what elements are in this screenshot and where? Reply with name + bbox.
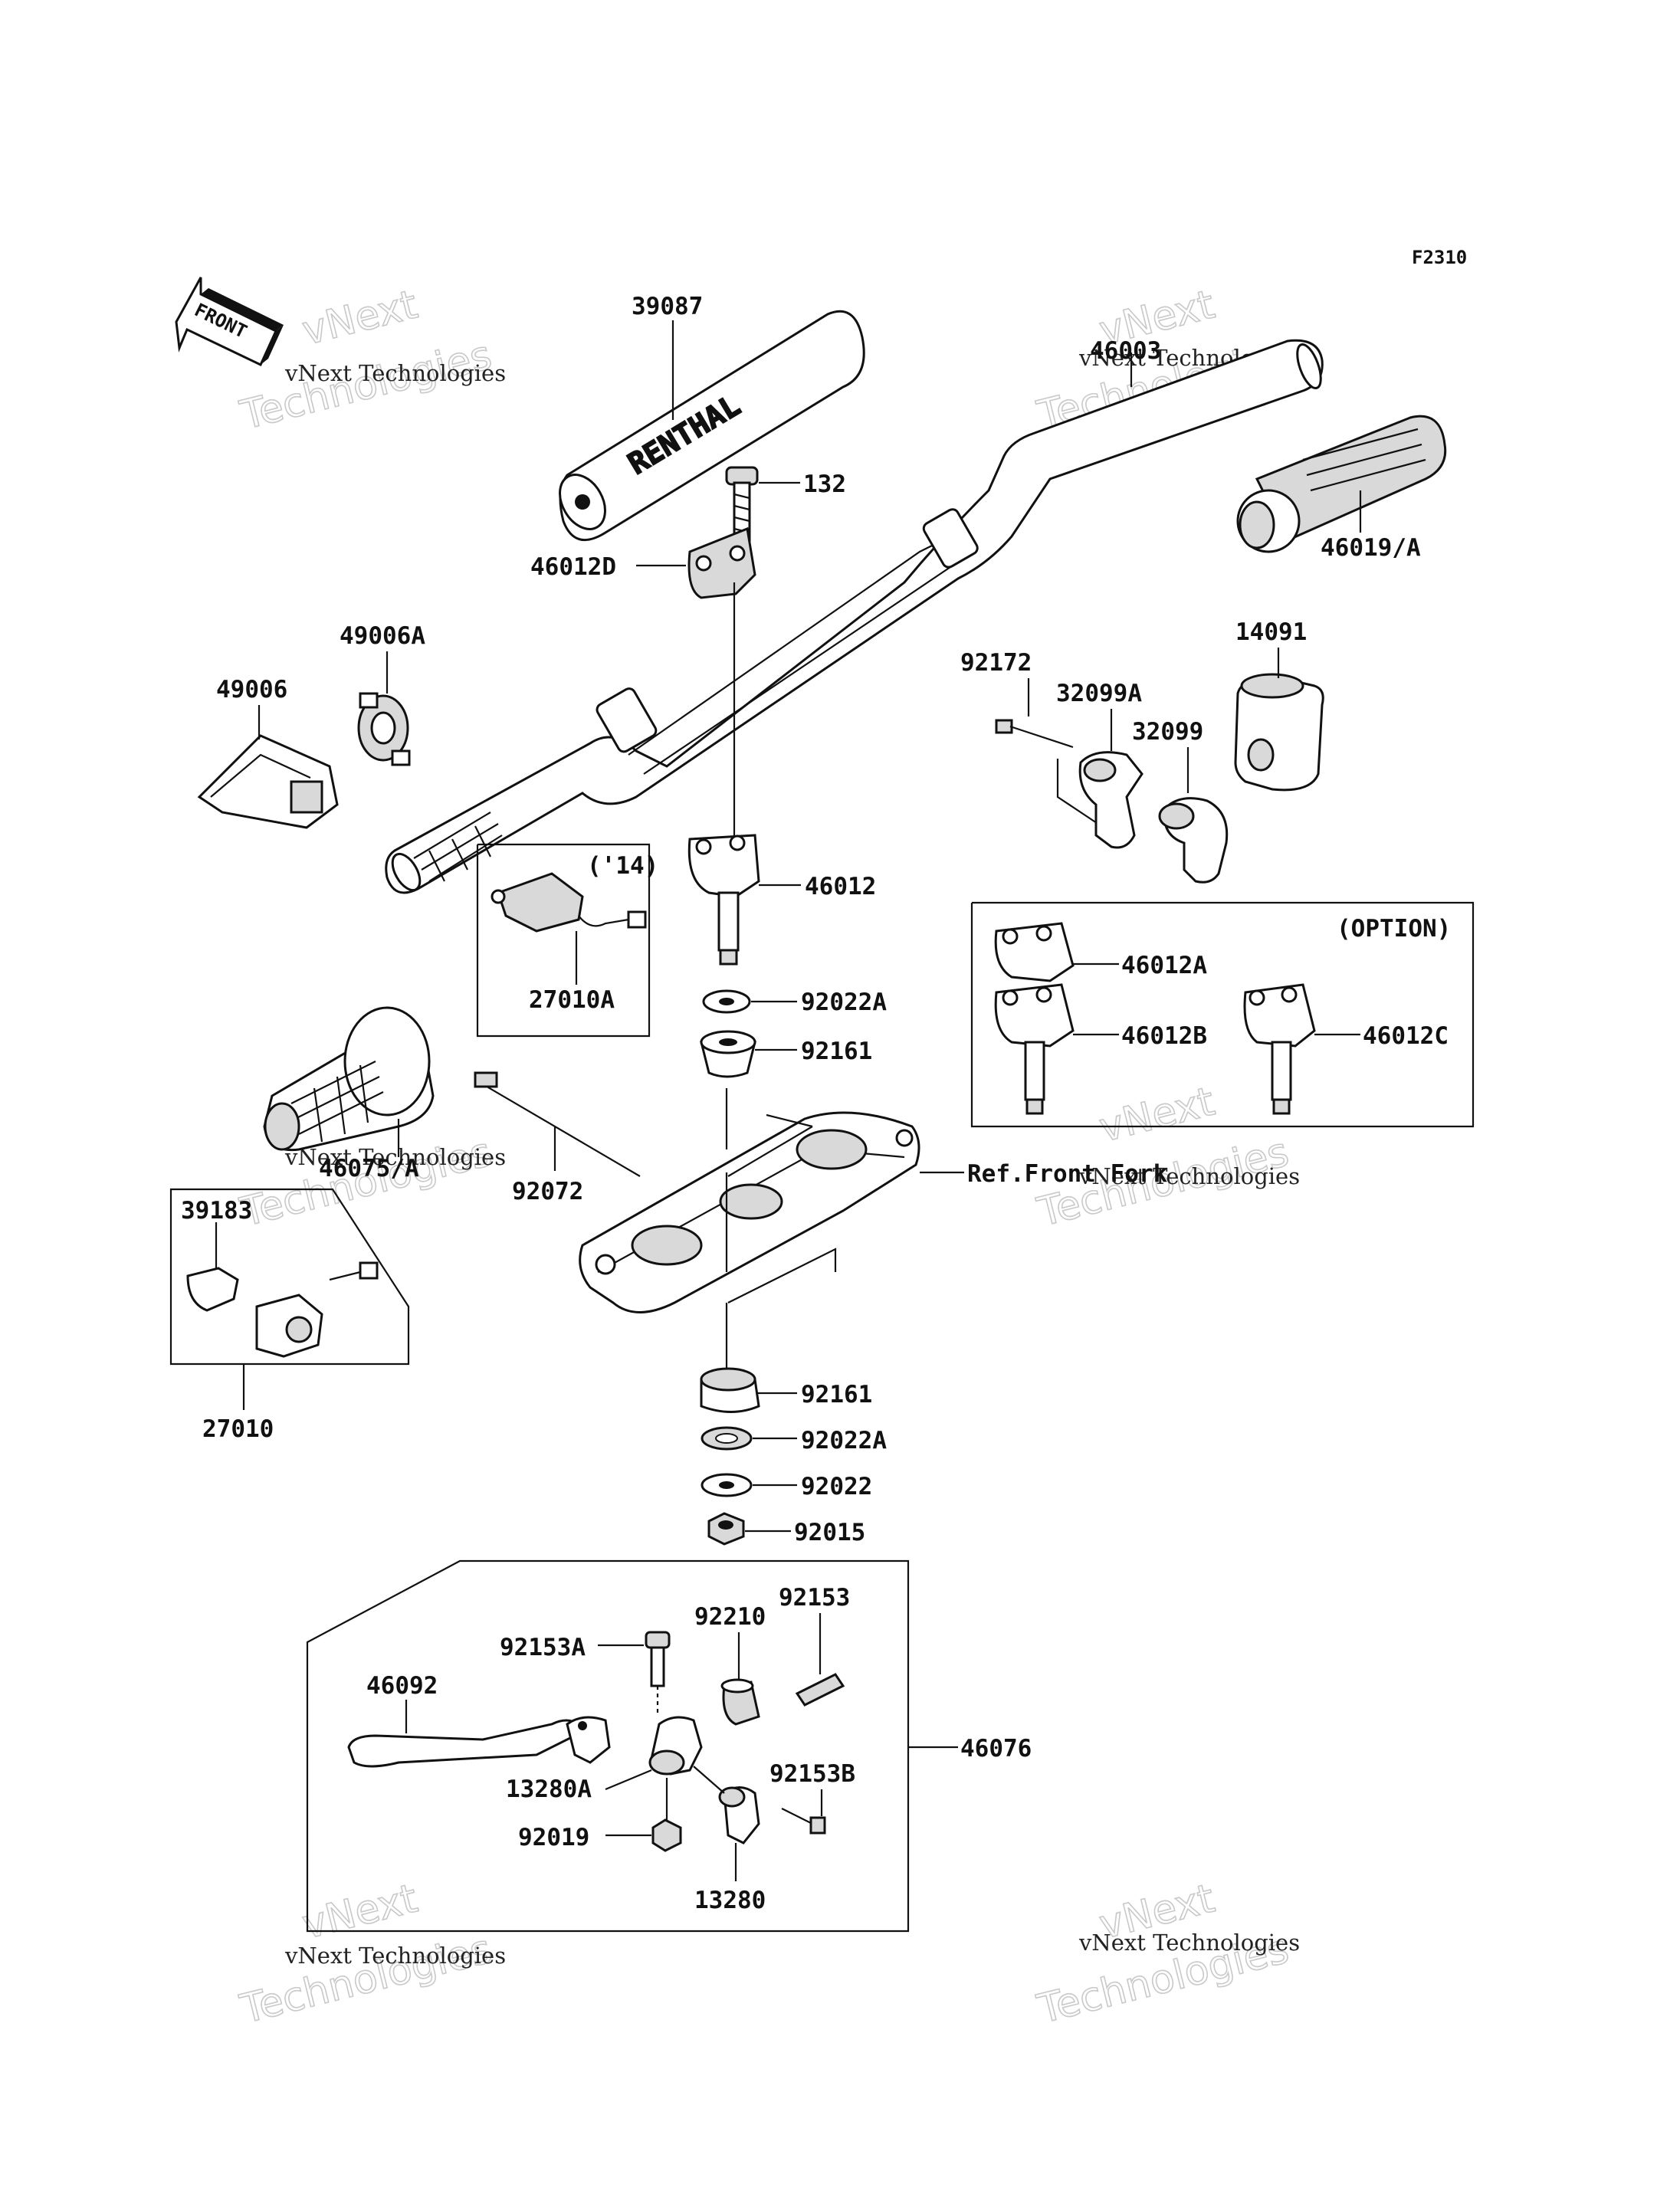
label-46003: 46003 (1090, 337, 1161, 365)
washer-92022A-top (702, 989, 751, 1014)
riser-46012 (687, 834, 760, 966)
clamp-13280 (718, 1786, 760, 1844)
watermark-mid-right: vNext Technologies vNext Technologies (1032, 1078, 1300, 1237)
label-49006: 49006 (216, 676, 287, 703)
adjuster-49006A (357, 692, 411, 766)
riser-46012B (994, 983, 1075, 1115)
label-92015: 92015 (794, 1519, 865, 1546)
handlebar-pad: RENTHAL (559, 310, 865, 541)
screw-92153B (781, 1808, 826, 1835)
cable-tie-92072 (474, 1071, 641, 1177)
box-46076 (306, 1559, 910, 1933)
label-14091: 14091 (1235, 618, 1307, 646)
switch-27010A (491, 872, 647, 933)
label-92072: 92072 (512, 1178, 583, 1205)
box-27010 (169, 1188, 410, 1366)
grip-left (263, 1006, 435, 1152)
label-46019A: 46019/A (1321, 534, 1421, 562)
label-92153: 92153 (779, 1584, 850, 1612)
nut-92019 (651, 1818, 682, 1852)
svg-text:vNext Technologies: vNext Technologies (284, 360, 506, 386)
bolt-92153 (795, 1673, 845, 1707)
svg-text:vNext Technologies: vNext Technologies (1078, 1930, 1300, 1956)
label-46075A: 46075/A (319, 1155, 419, 1182)
watermark-top-left: vNext Technologies vNext Technologies (235, 281, 506, 440)
handlebar (385, 339, 1324, 894)
label-27010A: 27010A (529, 986, 615, 1014)
label-92161-top: 92161 (801, 1038, 872, 1065)
clamp-32099A (1078, 751, 1144, 849)
label-46012: 46012 (805, 873, 876, 900)
option-label: (OPTION) (1337, 915, 1451, 943)
option-box (970, 901, 1475, 1128)
lower-triple-clamp (579, 1111, 920, 1313)
svg-text:vNext: vNext (298, 1876, 422, 1949)
label-46012C: 46012C (1363, 1022, 1449, 1050)
clamp-46012A (994, 922, 1075, 982)
label-92210: 92210 (694, 1603, 766, 1631)
label-92022A-top: 92022A (801, 989, 887, 1016)
label-92022A-bottom: 92022A (801, 1427, 887, 1454)
screw-92172 (995, 719, 1074, 749)
label-32099: 32099 (1132, 718, 1203, 746)
label-46012D: 46012D (530, 553, 616, 581)
washer-92022 (701, 1473, 753, 1497)
label-132: 132 (803, 471, 846, 498)
watermark-bottom-left: vNext Technologies vNext Technologies (235, 1875, 506, 2034)
bush-92161-top (700, 1030, 756, 1078)
clamp-46012D (687, 526, 756, 599)
ref-front-fork-label: Ref.Front Fork (967, 1160, 1168, 1188)
watermark-bottom-right: vNext Technologies vNext Technologies (1032, 1875, 1300, 2034)
label-49006A: 49006A (340, 622, 425, 650)
cover-49006 (197, 734, 339, 829)
nut-92015 (707, 1512, 745, 1546)
label-92161-bottom: 92161 (801, 1381, 872, 1408)
label-92019: 92019 (518, 1824, 589, 1851)
clamp-32099 (1158, 797, 1229, 884)
label-13280A: 13280A (506, 1776, 592, 1803)
cover-14091 (1234, 673, 1324, 792)
label-46092: 46092 (366, 1672, 438, 1700)
label-46012B: 46012B (1121, 1022, 1207, 1050)
lever-46092 (347, 1716, 611, 1768)
label-39087: 39087 (632, 293, 703, 320)
label-92153A: 92153A (500, 1634, 586, 1661)
figure-code: F2310 (1412, 247, 1467, 268)
label-39183: 39183 (181, 1197, 252, 1225)
label-92172: 92172 (960, 649, 1032, 677)
clip-39183 (186, 1267, 239, 1312)
label-92153B: 92153B (769, 1760, 855, 1788)
svg-text:vNext Technologies: vNext Technologies (1078, 1163, 1300, 1189)
label-13280: 13280 (694, 1887, 766, 1914)
adjuster-92210 (720, 1678, 760, 1726)
riser-46012C (1243, 983, 1316, 1115)
grip-right (1236, 415, 1447, 553)
label-32099A: 32099A (1056, 680, 1142, 707)
bush-92161-bottom (700, 1367, 760, 1413)
svg-text:vNext: vNext (1095, 1079, 1219, 1152)
switch-27010 (255, 1261, 379, 1358)
label-46012A: 46012A (1121, 952, 1207, 979)
label-46076: 46076 (960, 1735, 1032, 1763)
label-92022: 92022 (801, 1473, 872, 1500)
label-27010: 27010 (202, 1415, 274, 1443)
svg-text:vNext Technologies: vNext Technologies (284, 1943, 506, 1969)
bracket-13280A (648, 1716, 703, 1776)
year-label: ('14) (587, 852, 658, 880)
box-27010A (476, 843, 651, 1038)
svg-text:vNext: vNext (298, 282, 422, 355)
bolt-92153A (645, 1631, 671, 1717)
handlebar-knurl (413, 812, 503, 882)
washer-92022A-bottom (701, 1426, 753, 1451)
bolt-132 (725, 466, 759, 542)
front-arrow-icon: FRONT (175, 277, 284, 367)
svg-text:vNext Technologies: vNext Technologies (284, 1144, 506, 1170)
